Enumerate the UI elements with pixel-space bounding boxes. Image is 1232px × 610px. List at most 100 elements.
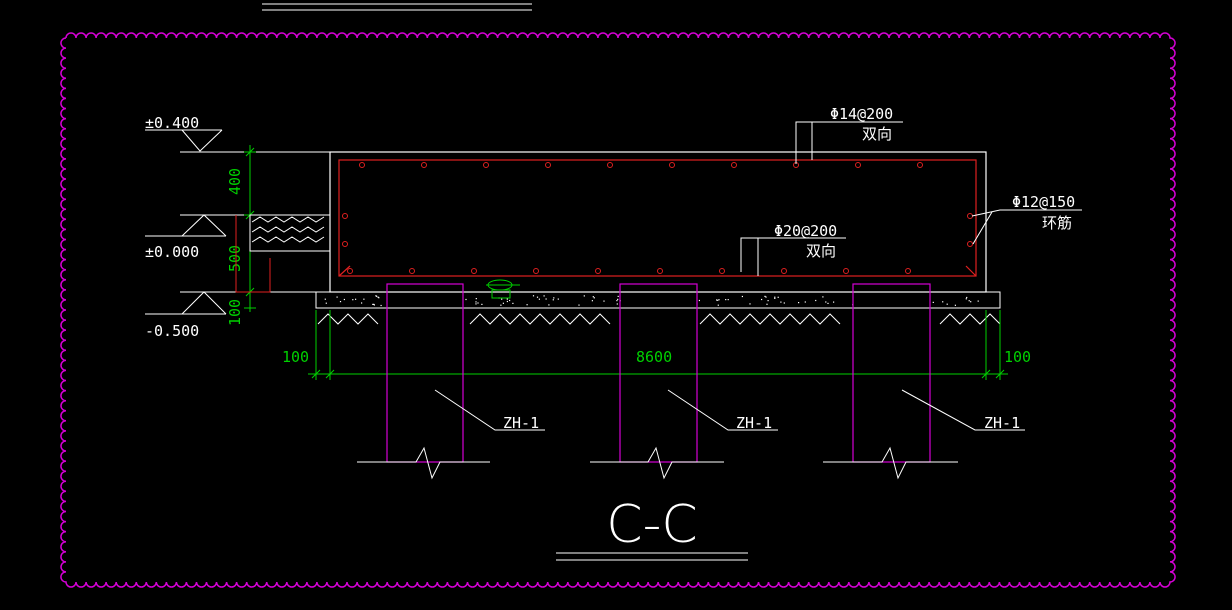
horizontal-dimension — [308, 310, 1008, 380]
concrete-speck — [325, 302, 327, 304]
concrete-speck — [552, 299, 554, 301]
concrete-speck — [833, 301, 835, 303]
revision-cloud — [60, 32, 1176, 588]
concrete-speck — [827, 302, 829, 304]
concrete-speck — [741, 295, 743, 298]
concrete-speck — [761, 298, 763, 301]
rebar-top-label: Φ14@200 — [830, 105, 893, 123]
rebar-dot — [967, 241, 973, 247]
concrete-speck — [380, 304, 382, 307]
concrete-speck — [767, 300, 769, 302]
concrete-speck — [825, 301, 827, 303]
concrete-speck — [475, 303, 477, 305]
rebar-dot — [342, 213, 348, 219]
concrete-speckle — [324, 295, 979, 307]
concrete-speck — [553, 297, 555, 299]
concrete-speck — [372, 303, 374, 305]
concrete-speck — [966, 296, 968, 299]
concrete-speck — [501, 298, 503, 300]
concrete-speck — [339, 301, 342, 303]
rebar-dot — [421, 162, 427, 168]
elevation-ground-label: ±0.000 — [145, 243, 199, 261]
concrete-speck — [777, 296, 779, 298]
concrete-speck — [798, 302, 800, 304]
rebar-dot — [471, 268, 477, 274]
rebar-dot — [483, 162, 489, 168]
concrete-speck — [616, 303, 618, 305]
dim-400: 400 — [226, 168, 244, 195]
concrete-speck — [548, 304, 550, 306]
soil-hatch-left — [249, 214, 331, 252]
concrete-speck — [592, 296, 594, 298]
concrete-speck — [536, 296, 539, 298]
concrete-speck — [822, 296, 824, 298]
rebar-side-note: 环筋 — [1042, 214, 1072, 232]
concrete-speck — [968, 300, 970, 302]
dim-100-left: 100 — [282, 348, 309, 366]
concrete-speck — [780, 301, 782, 303]
concrete-speck — [481, 303, 483, 305]
pile-1-label: ZH-1 — [503, 414, 539, 432]
pile-3: ZH-1 — [823, 283, 1025, 480]
concrete-speck — [815, 299, 817, 302]
rebar-dot — [409, 268, 415, 274]
concrete-speck — [932, 301, 934, 303]
elevation-bottom-label: -0.500 — [145, 322, 199, 340]
rebar-dot — [669, 162, 675, 168]
concrete-speck — [477, 302, 479, 304]
concrete-speck — [500, 304, 502, 306]
concrete-speck — [538, 298, 540, 300]
concrete-speck — [378, 297, 380, 299]
concrete-speck — [718, 299, 720, 301]
concrete-speck — [942, 301, 944, 303]
concrete-speck — [617, 298, 619, 300]
pile-3-label: ZH-1 — [984, 414, 1020, 432]
rebar-dot — [967, 213, 973, 219]
concrete-speck — [591, 300, 593, 302]
concrete-speck — [954, 304, 956, 306]
concrete-speck — [475, 298, 477, 300]
pile-1: ZH-1 — [357, 283, 545, 480]
concrete-speck — [717, 304, 719, 306]
concrete-speck — [727, 299, 729, 301]
concrete-speck — [512, 302, 514, 304]
rebar-dot — [905, 268, 911, 274]
concrete-speck — [343, 298, 345, 301]
concrete-speck — [543, 295, 545, 297]
concrete-speck — [965, 298, 967, 300]
concrete-speck — [725, 299, 727, 301]
rebar-dot — [657, 268, 663, 274]
rebar-cage — [338, 159, 977, 277]
concrete-speck — [336, 296, 338, 298]
rebar-dot — [347, 268, 353, 274]
elevation-markers — [145, 129, 330, 315]
concrete-speck — [532, 295, 535, 297]
rebar-top-note: 双向 — [862, 125, 892, 143]
pile-2-label: ZH-1 — [736, 414, 772, 432]
concrete-speck — [361, 302, 363, 304]
rebar-dot — [359, 162, 365, 168]
section-title: C-C — [606, 495, 697, 555]
rebar-dot — [607, 162, 613, 168]
rebar-dot — [843, 268, 849, 274]
concrete-speck — [970, 301, 972, 303]
header-underline — [262, 3, 532, 11]
concrete-speck — [545, 298, 547, 300]
concrete-speck — [526, 304, 528, 306]
rebar-dots — [342, 162, 973, 274]
blinding-layer — [315, 291, 1001, 325]
dim-100-vertical: 100 — [226, 299, 244, 326]
concrete-speck — [774, 297, 776, 299]
section-title-underline — [556, 552, 748, 561]
dim-500: 500 — [226, 245, 244, 272]
concrete-speck — [475, 301, 477, 303]
concrete-speck — [502, 302, 504, 304]
concrete-speck — [509, 299, 511, 302]
concrete-speck — [373, 303, 375, 305]
concrete-speck — [804, 301, 806, 303]
concrete-speck — [324, 298, 326, 300]
dim-8600: 8600 — [636, 348, 672, 366]
piles: ZH-1 ZH-1 ZH-1 — [357, 283, 1025, 480]
drain-marker — [486, 279, 520, 299]
concrete-speck — [766, 303, 768, 305]
